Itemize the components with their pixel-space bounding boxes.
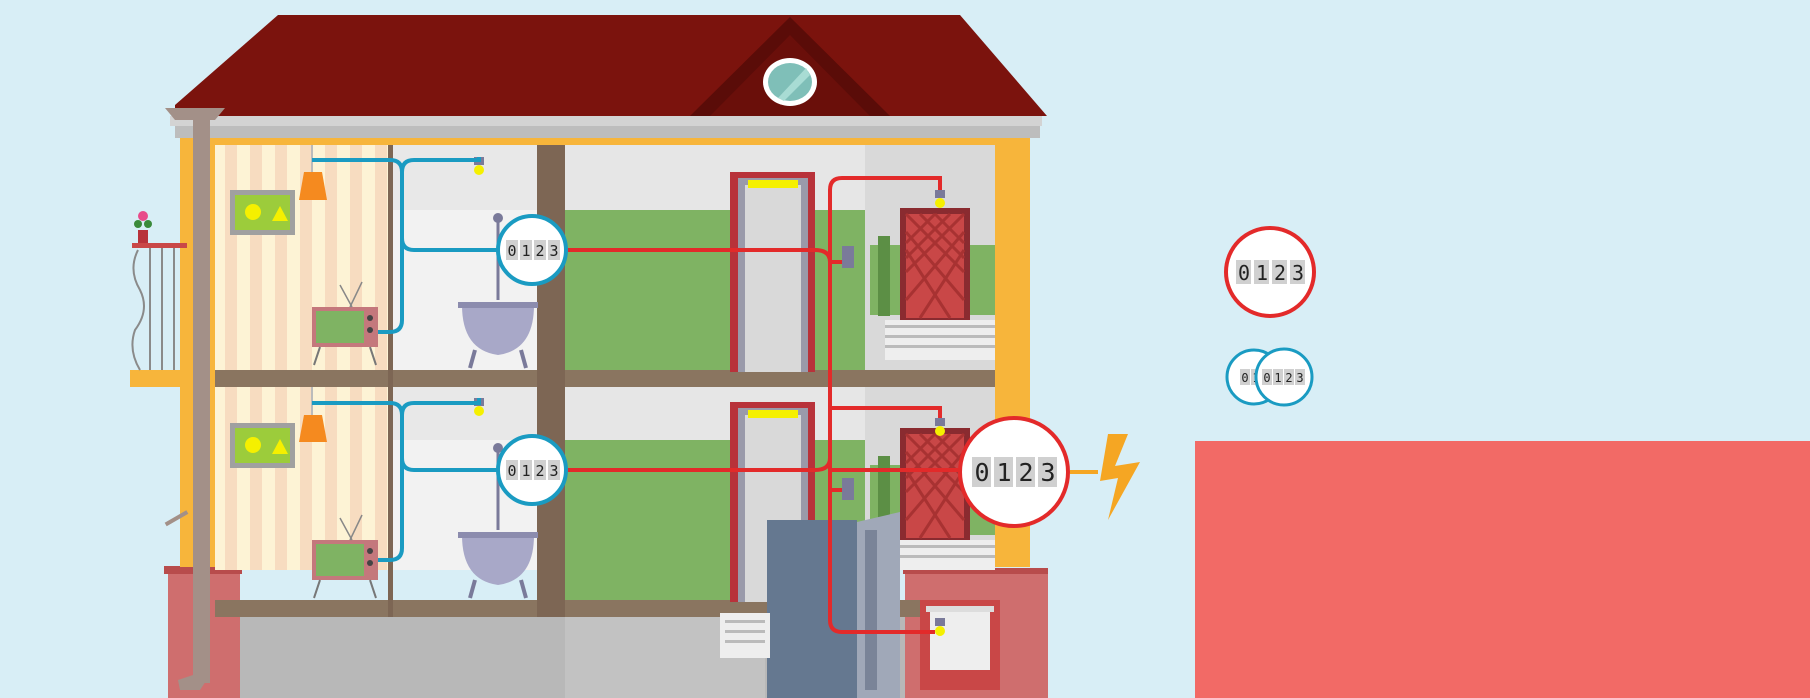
meter-digit: 1	[521, 462, 530, 480]
roof	[170, 15, 1047, 138]
meter-apartment-upper: 0 1 2 3	[496, 214, 568, 286]
living-room-lower	[230, 387, 378, 599]
balcony	[130, 211, 189, 527]
fuse-box	[842, 246, 854, 268]
blue-cables	[312, 157, 500, 562]
meter-digit: 0	[507, 462, 516, 480]
meter-digit: 2	[1274, 261, 1286, 285]
green-wall-top	[565, 210, 865, 370]
ceiling-lamp	[299, 415, 327, 442]
tv	[312, 514, 378, 599]
drainpipe	[165, 108, 225, 690]
electrical-cabinet	[720, 512, 900, 698]
meter-legend-blue-front: 0 1 2 3	[1254, 347, 1314, 407]
meter-legend-red: 0 1 2 3	[1224, 226, 1316, 318]
meter-digit: 3	[549, 242, 558, 260]
red-cables	[566, 176, 965, 634]
ceiling-lamp	[299, 172, 327, 200]
door-lower	[878, 428, 995, 570]
bathtub-lower	[458, 443, 538, 599]
meter-digit: 1	[1274, 371, 1281, 385]
lightning-bolt-icon	[1100, 434, 1140, 520]
meter-digit: 2	[535, 242, 544, 260]
floor-upper	[215, 370, 995, 387]
meter-digit: 0	[1241, 371, 1248, 385]
door-upper	[878, 208, 995, 360]
tv	[312, 281, 378, 366]
red-panel	[1195, 441, 1810, 698]
meter-digit: 3	[1040, 458, 1055, 487]
meter-digit: 0	[1263, 371, 1270, 385]
meter-building-main: 0 1 2 3	[958, 416, 1070, 528]
meter-digit: 3	[549, 462, 558, 480]
meter-digit: 2	[535, 462, 544, 480]
meter-digit: 1	[1256, 261, 1268, 285]
fuse-box	[842, 478, 854, 500]
meter-digit: 3	[1292, 261, 1304, 285]
meter-digit: 0	[1238, 261, 1250, 285]
basement-window	[920, 600, 1000, 690]
meter-digit: 2	[1285, 371, 1292, 385]
meter-digit: 1	[996, 458, 1011, 487]
meter-apartment-lower: 0 1 2 3	[496, 434, 568, 506]
meter-digit: 2	[1018, 458, 1033, 487]
meter-digit: 3	[1296, 371, 1303, 385]
living-room-upper	[230, 145, 378, 366]
house	[130, 15, 1140, 698]
meter-digit: 0	[507, 242, 516, 260]
meter-digit: 0	[974, 458, 989, 487]
meter-digit: 1	[521, 242, 530, 260]
